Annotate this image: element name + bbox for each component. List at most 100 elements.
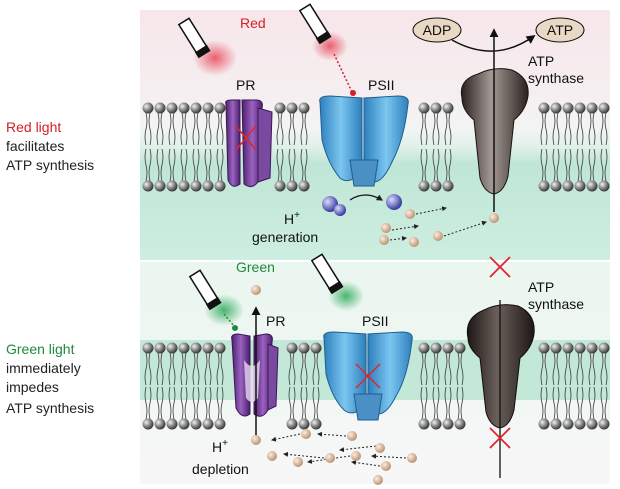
lipid-tail [316, 386, 320, 420]
proton [381, 223, 391, 233]
proton-motion-arrow [389, 236, 407, 241]
lipid-head [430, 418, 442, 430]
bottom-lipid-bilayer [142, 342, 610, 430]
lipid-head [190, 180, 202, 192]
lipid-tail [420, 352, 424, 386]
proton [409, 237, 419, 247]
lipid-head [202, 342, 214, 354]
lipid-tail [300, 386, 304, 420]
lipid-head [550, 342, 562, 354]
lipid-tail [424, 112, 428, 146]
lipid-head [598, 102, 610, 114]
top-h-symbol: H [284, 211, 294, 227]
proton-motion-arrow [271, 433, 301, 442]
lipid-head [298, 418, 310, 430]
lipid-tail [292, 148, 296, 182]
lipid-tail [432, 352, 436, 386]
lipid-tail [556, 386, 560, 420]
lipid-tail [216, 148, 220, 182]
lipid-tail [192, 386, 196, 420]
top-split-arrow [349, 194, 384, 201]
lipid-tail [460, 352, 464, 386]
proton [405, 209, 415, 219]
proton-motion-arrow [371, 453, 407, 459]
bottom-proton-cluster [251, 429, 417, 485]
lipid-head [586, 418, 598, 430]
lipid-tail [204, 386, 208, 420]
lipid-tail [444, 112, 448, 146]
lipid-head [538, 180, 550, 192]
bottom-psii-cross [355, 363, 381, 389]
bottom-synthase-cross-bottom [489, 427, 511, 449]
bottom-atp-synthase [466, 304, 535, 429]
lipid-tail [556, 148, 560, 182]
lipid-tail [592, 112, 596, 146]
lipid-tail [592, 386, 596, 420]
lipid-head [142, 180, 154, 192]
lipid-head [550, 418, 562, 430]
lipid-tail [552, 112, 556, 146]
lipid-head [562, 342, 574, 354]
top-lipid-bilayer [142, 102, 610, 192]
lipid-tail [180, 148, 184, 182]
lipid-tail [432, 148, 436, 182]
lipid-tail [460, 386, 464, 420]
lipid-head [274, 102, 286, 114]
lipid-tail [588, 148, 592, 182]
lipid-tail [600, 112, 604, 146]
lipid-tail [168, 148, 172, 182]
top-water-ball-3 [386, 194, 402, 210]
lipid-head [442, 180, 454, 192]
lipid-head [430, 180, 442, 192]
lipid-tail [588, 386, 592, 420]
lipid-head [166, 418, 178, 430]
lipid-tail [444, 148, 448, 182]
lipid-head [274, 180, 286, 192]
lipid-tail [444, 386, 448, 420]
lipid-tail [156, 352, 160, 386]
lipid-tail [288, 352, 292, 386]
bottom-green-lamp-right [310, 253, 364, 311]
lipid-tail [220, 352, 224, 386]
proton [373, 475, 383, 485]
lipid-head [442, 102, 454, 114]
lipid-tail [544, 112, 548, 146]
red-light-line3: ATP synthesis [6, 157, 95, 173]
lipid-tail [144, 148, 148, 182]
top-panel: Red PR PSII ADP ATP A [140, 3, 610, 260]
lipid-head [154, 180, 166, 192]
bottom-psii-label: PSII [362, 313, 388, 329]
lipid-head [538, 418, 550, 430]
top-light-label: Red [240, 15, 266, 31]
lipid-head [430, 102, 442, 114]
lipid-tail [540, 386, 544, 420]
lipid-tail [220, 386, 224, 420]
top-adp-badge: ADP [412, 17, 462, 43]
lipid-head [574, 342, 586, 354]
lipid-tail [544, 352, 548, 386]
lipid-tail [204, 352, 208, 386]
top-h-caption: generation [252, 229, 318, 245]
lipid-tail [292, 112, 296, 146]
lipid-tail [312, 386, 316, 420]
bottom-synthase-cross-top [489, 256, 511, 278]
lipid-head [454, 418, 466, 430]
lipid-head [418, 342, 430, 354]
red-light-caption: Red light facilitates ATP synthesis [6, 118, 94, 175]
lipid-tail [420, 386, 424, 420]
lipid-tail [580, 386, 584, 420]
lipid-tail [220, 112, 224, 146]
green-light-title: Green light [6, 341, 75, 357]
lipid-tail [588, 352, 592, 386]
lipid-tail [604, 352, 608, 386]
proton [379, 235, 389, 245]
lipid-tail [576, 386, 580, 420]
lipid-head [154, 102, 166, 114]
bottom-panel: Green PR PSII ATP synthase H+ [140, 253, 610, 485]
lipid-tail [292, 386, 296, 420]
lipid-tail [540, 148, 544, 182]
lipid-head [166, 180, 178, 192]
lipid-head [598, 180, 610, 192]
lipid-tail [184, 386, 188, 420]
lipid-head [202, 180, 214, 192]
